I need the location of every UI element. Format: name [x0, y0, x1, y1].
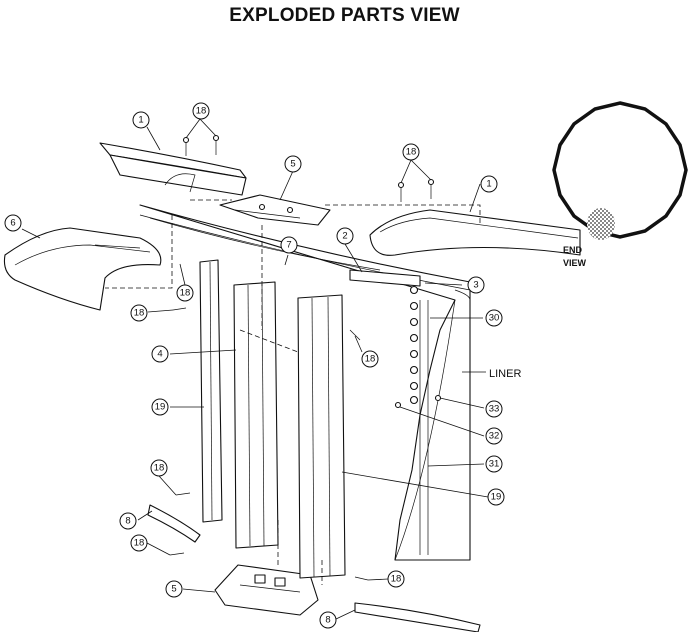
svg-text:5: 5 — [171, 584, 176, 595]
callout-19-left: 19 — [151, 398, 169, 416]
stabilizer-rail — [149, 217, 421, 287]
upright-right — [297, 294, 346, 579]
bottom-plate — [214, 564, 319, 616]
bottom-track-right — [354, 602, 481, 632]
svg-text:30: 30 — [489, 313, 500, 324]
svg-text:31: 31 — [489, 459, 500, 470]
callout-8-right: 8 — [319, 611, 337, 629]
svg-text:18: 18 — [196, 106, 207, 117]
svg-text:1: 1 — [486, 179, 491, 190]
svg-text:32: 32 — [489, 431, 500, 442]
svg-text:5: 5 — [290, 159, 295, 170]
svg-text:18: 18 — [154, 463, 165, 474]
callout-18-bottom-right: 18 — [387, 570, 405, 588]
top-rail-right — [369, 209, 581, 256]
callout-1-top-left: 1 — [132, 111, 150, 129]
upright-middle — [233, 281, 279, 549]
callout-8-left: 8 — [119, 512, 137, 530]
svg-text:1: 1 — [138, 115, 143, 126]
callout-32: 32 — [485, 427, 503, 445]
callout-18-top-right: 18 — [402, 143, 420, 161]
svg-text:19: 19 — [155, 402, 166, 413]
svg-text:18: 18 — [134, 308, 145, 319]
svg-text:7: 7 — [286, 240, 291, 251]
callout-leaders — [21, 118, 489, 620]
callout-2: 2 — [336, 227, 354, 245]
callout-5-bottom: 5 — [165, 580, 183, 598]
svg-text:2: 2 — [342, 231, 347, 242]
svg-text:18: 18 — [180, 288, 191, 299]
wall-bolt-holes — [409, 285, 419, 405]
svg-text:4: 4 — [157, 349, 162, 360]
top-rail-left — [99, 142, 247, 196]
svg-text:8: 8 — [325, 615, 330, 626]
svg-text:33: 33 — [489, 404, 500, 415]
svg-text:18: 18 — [391, 574, 402, 585]
page-title: EXPLODED PARTS VIEW — [229, 5, 460, 26]
svg-text:18: 18 — [406, 147, 417, 158]
callout-18-cap: 18 — [176, 284, 194, 302]
callout-18-upright-left: 18 — [130, 304, 148, 322]
callout-18-upright-right: 18 — [361, 350, 379, 368]
callout-4: 4 — [151, 345, 169, 363]
svg-text:3: 3 — [473, 280, 478, 291]
end-view-label-line2: VIEW — [563, 258, 587, 268]
callout-33: 33 — [485, 400, 503, 418]
callout-18-bottom-left: 18 — [130, 534, 148, 552]
upright-left — [199, 259, 223, 523]
callout-1-top-right: 1 — [480, 175, 498, 193]
svg-text:19: 19 — [491, 492, 502, 503]
pool-wall — [139, 204, 471, 561]
callout-19-right: 19 — [487, 488, 505, 506]
callout-30: 30 — [485, 309, 503, 327]
callout-31: 31 — [485, 455, 503, 473]
liner-label: LINER — [489, 368, 521, 380]
callout-3: 3 — [467, 276, 485, 294]
assembly-guides — [105, 199, 481, 585]
svg-text:6: 6 — [10, 218, 15, 229]
svg-text:18: 18 — [134, 538, 145, 549]
callout-5-top: 5 — [284, 155, 302, 173]
top-plate — [219, 194, 331, 226]
end-view-label-line1: END — [563, 245, 583, 255]
end-view-illustration — [552, 101, 688, 240]
callout-6: 6 — [4, 214, 22, 232]
callout-18-lower-left: 18 — [150, 459, 168, 477]
top-cap — [3, 227, 162, 311]
svg-text:8: 8 — [125, 516, 130, 527]
svg-text:18: 18 — [365, 354, 376, 365]
bottom-track-left — [147, 504, 201, 543]
callout-7: 7 — [280, 236, 298, 254]
callout-18-top-left: 18 — [192, 102, 210, 120]
